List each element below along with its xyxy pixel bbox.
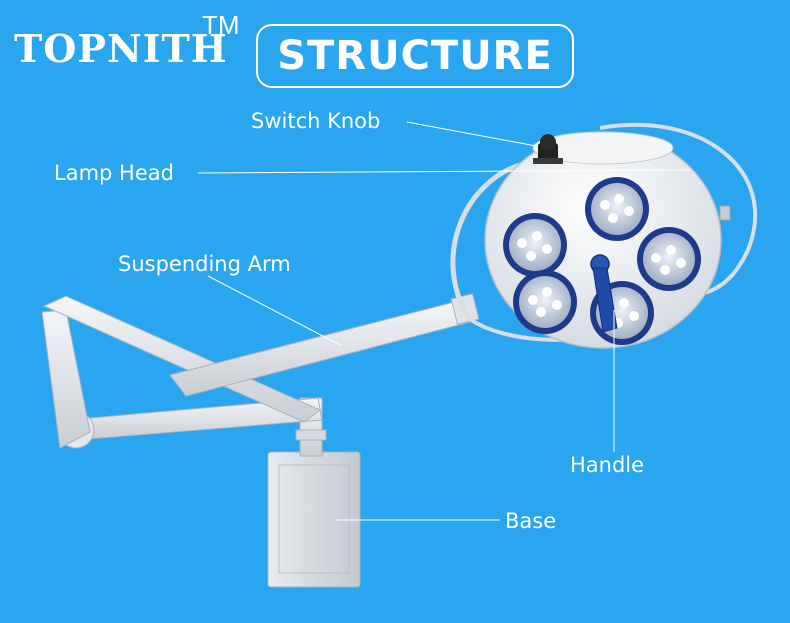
yoke-ring	[450, 162, 521, 320]
label-handle: Handle	[570, 453, 645, 477]
left-connector	[41, 309, 91, 449]
trademark-symbol: TM	[202, 10, 240, 40]
led-module-top	[585, 177, 649, 241]
led-module-left	[503, 213, 567, 277]
lamp-head	[484, 131, 722, 349]
led-module-bottom-left	[513, 270, 577, 334]
page-title: STRUCTURE	[277, 33, 553, 79]
led-module-right	[637, 227, 701, 291]
label-switch-knob: Switch Knob	[251, 109, 381, 133]
label-base: Base	[505, 509, 557, 533]
handle-shape	[590, 254, 618, 333]
title-box: STRUCTURE	[256, 24, 574, 88]
leader-suspending-arm	[207, 275, 341, 346]
label-suspending-arm: Suspending Arm	[118, 252, 291, 276]
leader-lamp-head	[197, 169, 691, 174]
label-lamp-head: Lamp Head	[54, 161, 174, 185]
brand-logo: TOPNITH	[14, 26, 228, 71]
switch-knob-shape	[533, 134, 563, 164]
leader-lines	[197, 121, 691, 521]
leader-switch-knob	[406, 121, 537, 147]
upper-arm	[42, 293, 480, 423]
